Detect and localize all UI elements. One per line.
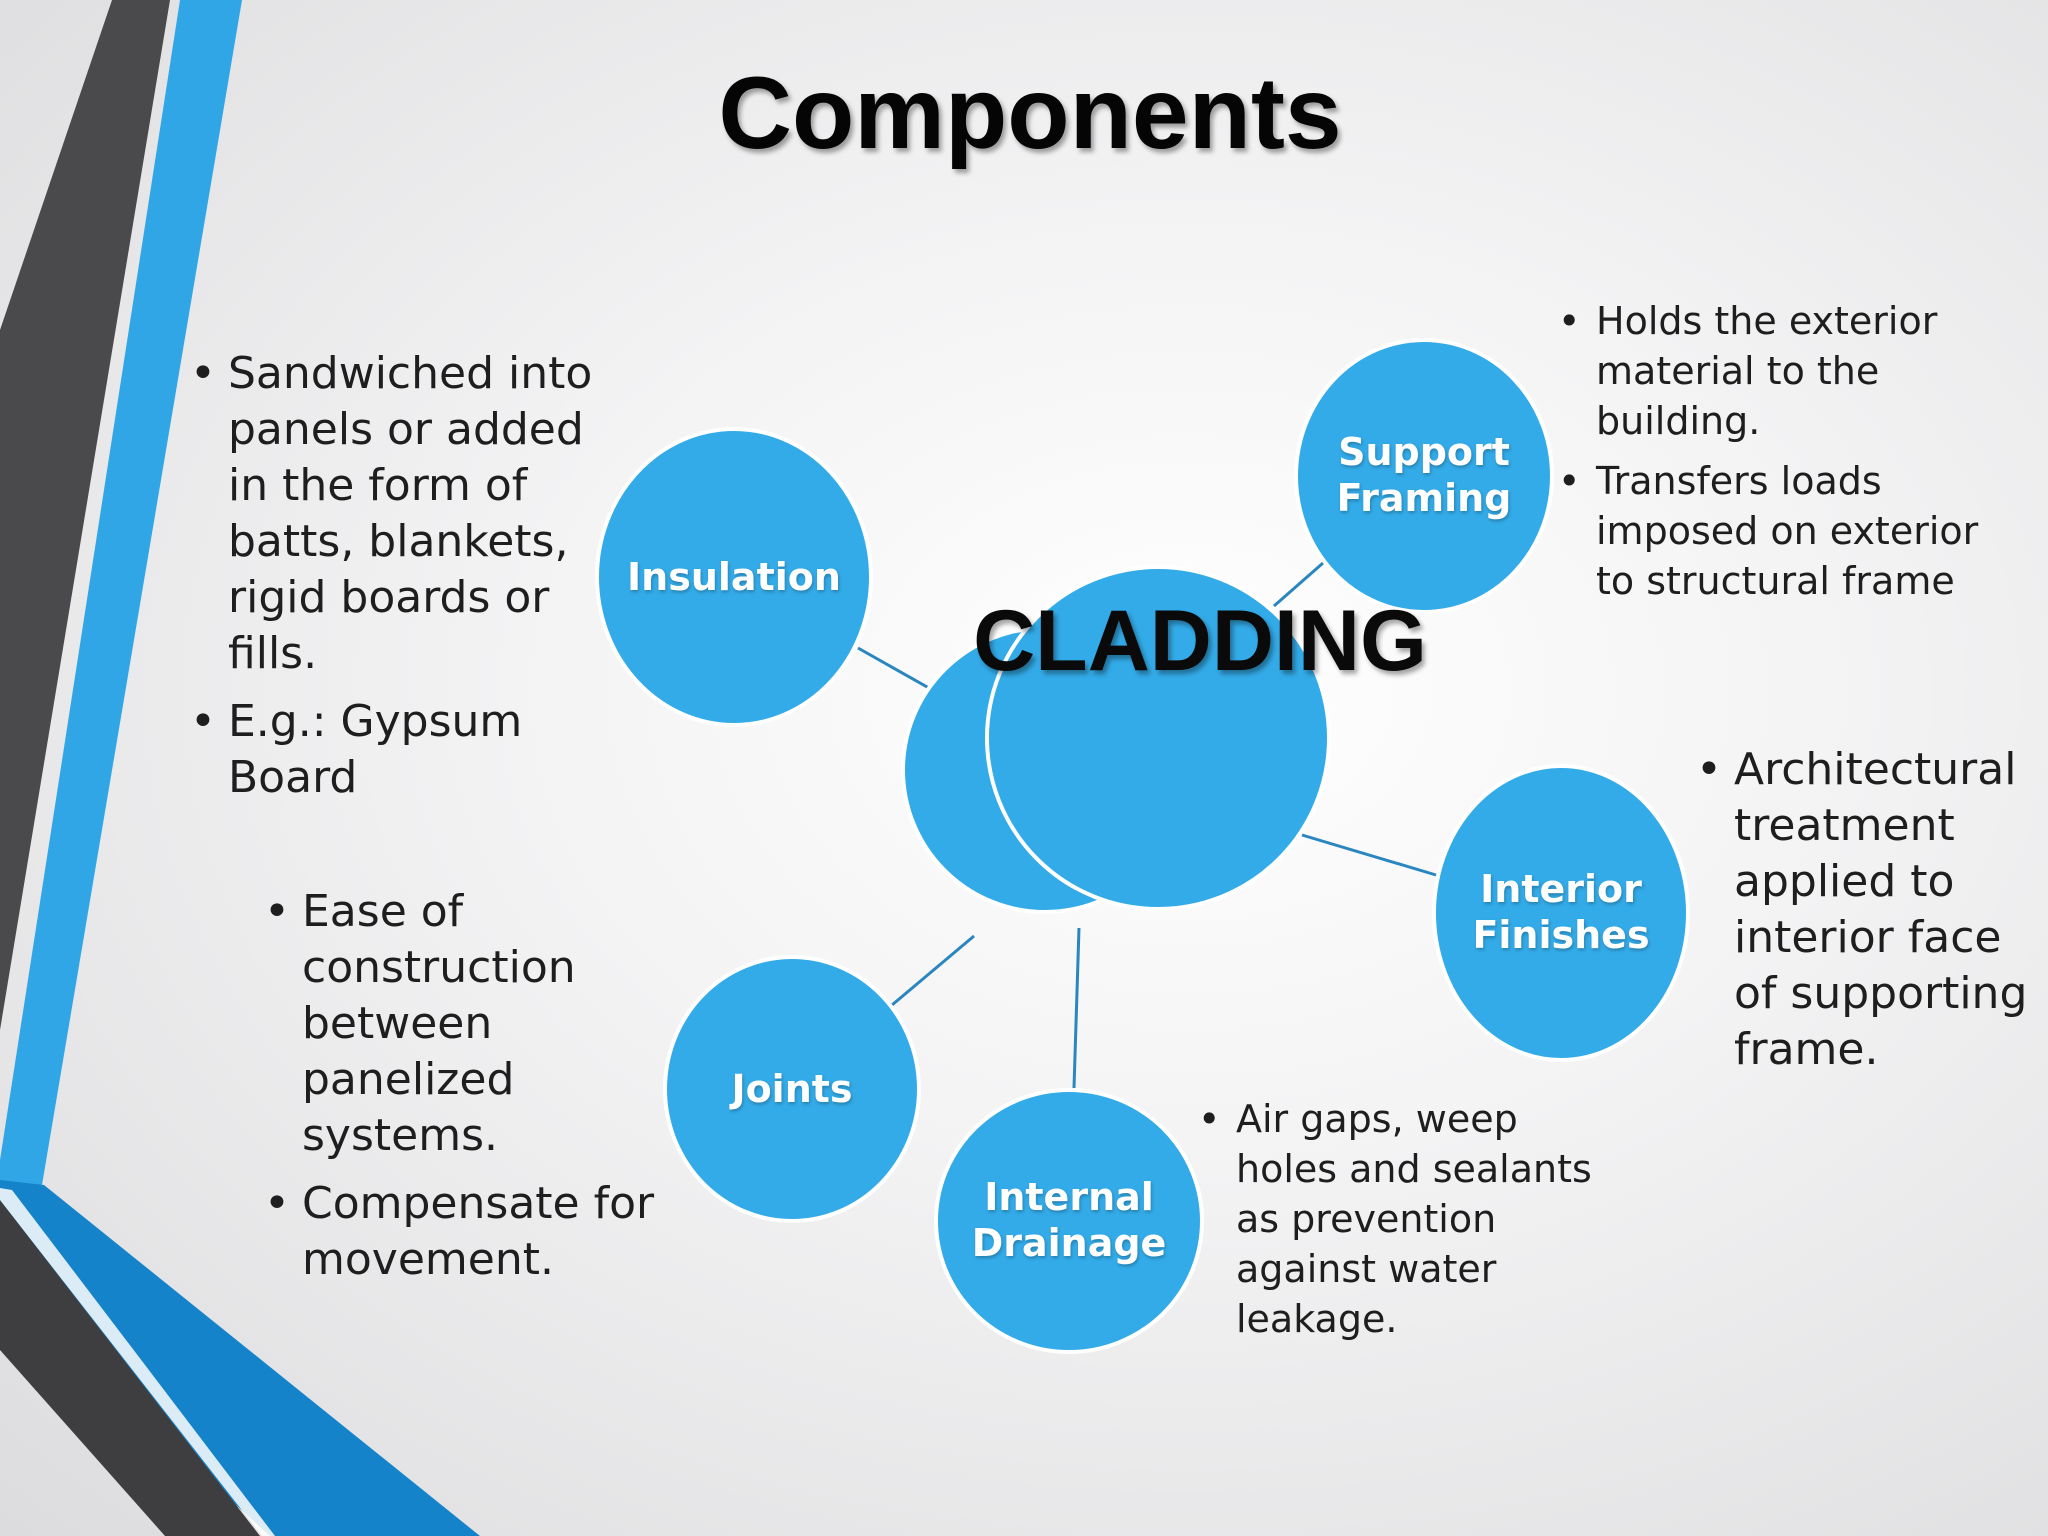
node-label-interior-line2: Finishes [1472, 913, 1650, 957]
insulation-description: Sandwiched into panels or added in the f… [190, 346, 610, 818]
internal-drainage-description: Air gaps, weep holes and sealants as pre… [1198, 1094, 1598, 1354]
list-item: Architectural treatment applied to inter… [1696, 742, 2046, 1078]
list-item: Ease of construction between panelized s… [264, 884, 664, 1164]
list-item: Compensate for movement. [264, 1176, 664, 1288]
bottom-dark-band [0, 1200, 260, 1536]
node-label-insulation: Insulation [614, 554, 854, 600]
node-label-insulation-text: Insulation [627, 555, 841, 599]
node-label-joints: Joints [672, 1066, 912, 1112]
center-cluster [901, 565, 1331, 914]
list-item: E.g.: Gypsum Board [190, 694, 610, 806]
node-joints [663, 955, 921, 1223]
list-item: Transfers loads imposed on exterior to s… [1558, 456, 1988, 606]
node-label-support-framing: Support Framing [1304, 429, 1544, 521]
connector-interior-finishes [1301, 833, 1437, 877]
node-label-drainage-line2: Drainage [971, 1221, 1167, 1265]
connector-support-framing [1273, 561, 1324, 608]
node-label-support-line1: Support [1338, 430, 1510, 474]
left-blue-stripe [0, 0, 242, 1185]
slide-title: Components [718, 56, 1342, 170]
list-item: Holds the exterior material to the build… [1558, 296, 1988, 446]
list-item: Air gaps, weep holes and sealants as pre… [1198, 1094, 1598, 1344]
connector-joints [891, 934, 975, 1007]
node-label-joints-text: Joints [731, 1067, 853, 1111]
node-label-interior-line1: Interior [1480, 867, 1642, 911]
support-framing-description: Holds the exterior material to the build… [1558, 296, 1988, 616]
joints-description: Ease of construction between panelized s… [264, 884, 664, 1300]
node-label-support-line2: Framing [1336, 476, 1512, 520]
interior-finishes-description: Architectural treatment applied to inter… [1696, 742, 2046, 1090]
center-circle-front [985, 565, 1331, 911]
center-label-cladding: CLADDING [973, 593, 1427, 689]
component-nodes [595, 338, 1690, 1354]
connector-internal-drainage [1072, 927, 1081, 1089]
node-label-drainage-line1: Internal [984, 1175, 1154, 1219]
node-label-interior-finishes: Interior Finishes [1441, 866, 1681, 958]
node-label-internal-drainage: Internal Drainage [949, 1174, 1189, 1266]
bottom-blue-band [0, 1180, 480, 1536]
left-dark-stripe [0, 0, 170, 1030]
node-interior-finishes [1432, 764, 1690, 1062]
bottom-white-accent [0, 1188, 275, 1536]
list-item: Sandwiched into panels or added in the f… [190, 346, 610, 682]
node-support-framing [1294, 338, 1554, 614]
